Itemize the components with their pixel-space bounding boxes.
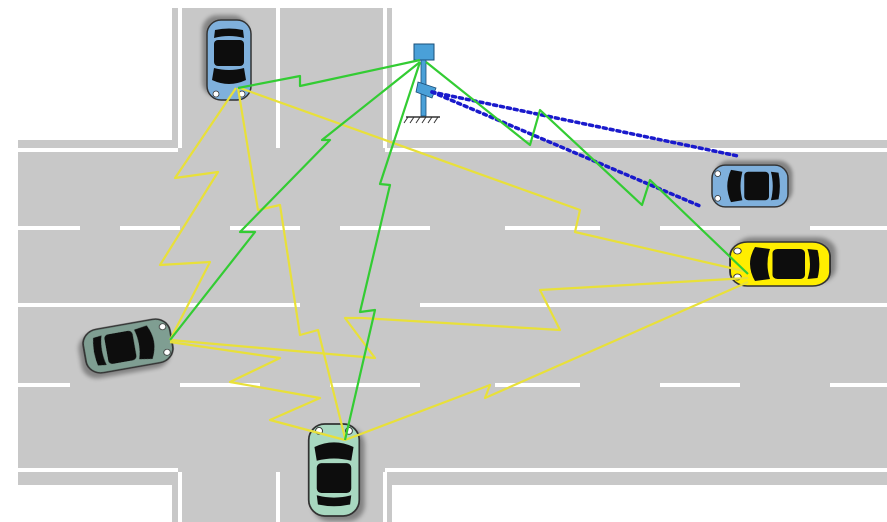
sensing-beams bbox=[430, 90, 740, 208]
v2i-left-rsu bbox=[169, 61, 421, 341]
vertical-road-top bbox=[172, 8, 392, 148]
v2v-center-yellow bbox=[361, 276, 749, 332]
v2i-bottom-rsu bbox=[343, 61, 422, 441]
vehicle-car-top bbox=[206, 19, 252, 101]
vehicle-car-yellow bbox=[729, 241, 831, 287]
rsu-tower-icon bbox=[403, 43, 440, 124]
v2i-links bbox=[169, 58, 749, 441]
v2v-top-bottom bbox=[236, 87, 347, 439]
v2v-links bbox=[158, 86, 749, 442]
v2v-top-yellow bbox=[239, 86, 749, 274]
v2v-top-left bbox=[158, 87, 237, 341]
v2i-top-rsu bbox=[237, 58, 421, 90]
v2v-left-center bbox=[169, 316, 377, 360]
v2i-yellow-rsu bbox=[425, 61, 749, 275]
vehicle-car-right-blue bbox=[711, 164, 789, 208]
v2v-left-bottom bbox=[169, 340, 346, 442]
v2v-bottom-yellow bbox=[344, 280, 749, 442]
lane-markings bbox=[18, 8, 887, 522]
